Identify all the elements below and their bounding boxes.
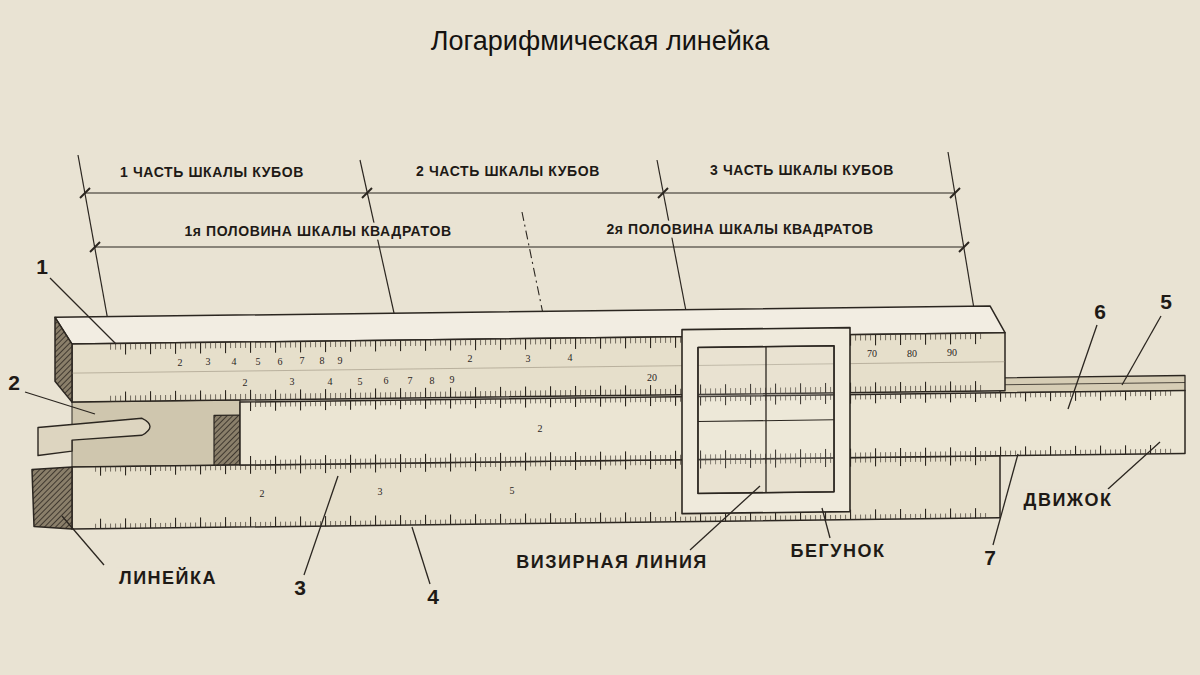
scale-numeral: 9: [450, 375, 455, 386]
dimension-line: [95, 246, 964, 247]
scale-part-label: 2я ПОЛОВИНА ШКАЛЫ КВАДРАТОВ: [602, 221, 877, 238]
scale-part-label: 1 ЧАСТЬ ШКАЛЫ КУБОВ: [116, 164, 308, 181]
part-name: ЛИНЕЙКА: [116, 568, 220, 589]
scale-numeral: 3: [526, 353, 531, 364]
scale-numeral: 3: [206, 357, 211, 368]
scale-part-label: 1я ПОЛОВИНА ШКАЛЫ КВАДРАТОВ: [180, 223, 455, 240]
title: Логарифмическая линейка: [431, 27, 769, 57]
scale-numeral: 4: [232, 357, 237, 368]
scale-numeral: 6: [384, 376, 389, 387]
scale-numeral: 20: [647, 373, 657, 384]
scale-numeral: 3: [290, 377, 295, 388]
cursor-frame: [682, 328, 850, 514]
scale-numeral: 2: [243, 378, 248, 389]
rail-end-section: [55, 317, 72, 402]
extension-line: [78, 155, 112, 343]
scale-numeral: 80: [907, 349, 917, 360]
hairline: [698, 420, 834, 422]
scale-numeral: 8: [430, 375, 435, 386]
scale-numeral: 2: [538, 424, 543, 435]
leader-lines: [25, 278, 1161, 584]
scale-numeral: 6: [278, 356, 283, 367]
scale-numeral: 70: [867, 349, 877, 360]
scale-numeral: 4: [568, 353, 573, 364]
scale-ticks: [95, 331, 1175, 529]
slide-groove: [1000, 383, 1185, 385]
lower-rail: [72, 456, 1000, 529]
scale-numeral: 2: [468, 354, 473, 365]
part-name: БЕГУНОК: [788, 541, 889, 562]
scale-numeral: 2: [260, 489, 265, 500]
callout-number: 5: [1158, 291, 1174, 313]
callout-number: 6: [1092, 301, 1108, 323]
scale-numeral: 7: [408, 376, 413, 387]
callout-number: 3: [292, 577, 308, 599]
scale-numeral: 5: [358, 376, 363, 387]
dimension-ticks: [80, 188, 969, 252]
scale-part-label: 2 ЧАСТЬ ШКАЛЫ КУБОВ: [412, 163, 604, 180]
scale-numeral: 4: [328, 377, 333, 388]
hairline: [765, 347, 766, 493]
scale-numeral: 7: [300, 356, 305, 367]
dimension-line: [85, 192, 955, 193]
scale-numeral: 5: [256, 357, 261, 368]
scale-numeral: 2: [178, 358, 183, 369]
cursor: [682, 328, 850, 514]
extension-line: [657, 160, 690, 332]
tongue-profile: [38, 418, 150, 455]
scale-part-label: 3 ЧАСТЬ ШКАЛЫ КУБОВ: [706, 162, 898, 179]
end-block: [214, 415, 240, 465]
scale-numeral: 9: [338, 356, 343, 367]
slide-rule-body: [32, 304, 1185, 530]
upper-rail: [72, 333, 1005, 402]
scale-numeral: 3: [378, 487, 383, 498]
part-name: ВИЗИРНАЯ ЛИНИЯ: [513, 552, 711, 573]
callout-number: 4: [425, 586, 441, 608]
part-name: ДВИЖОК: [1021, 490, 1116, 511]
scale-divider: [72, 362, 1005, 373]
scale-numeral: 90: [947, 348, 957, 359]
callout-number: 1: [34, 256, 50, 278]
callout-number: 2: [6, 372, 22, 394]
cursor-window: [698, 346, 834, 494]
scale-numeral: 5: [510, 485, 515, 496]
scale-numeral: 8: [320, 356, 325, 367]
callout-number: 7: [982, 547, 998, 569]
